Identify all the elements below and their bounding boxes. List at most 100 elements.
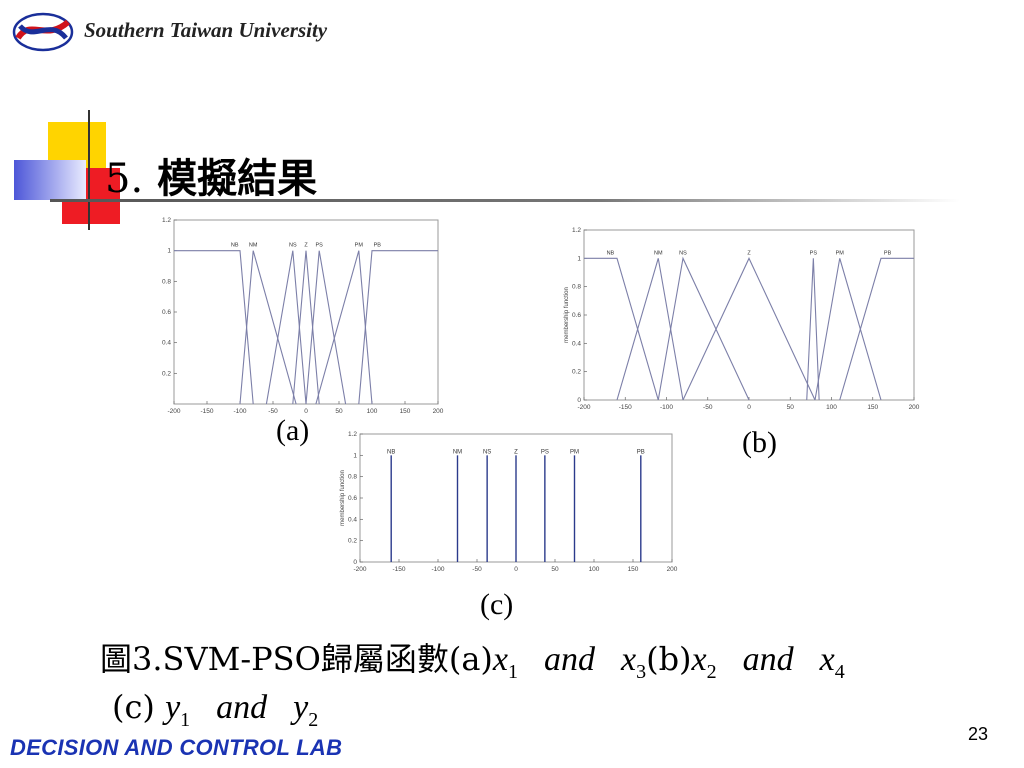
x-tick-label-b: -100 xyxy=(660,404,673,410)
stem-label-c-PB: PB xyxy=(637,449,645,455)
x-tick-label-b: 100 xyxy=(826,404,837,410)
mf-line-a-NS xyxy=(265,250,307,405)
caption-part-b: (b) xyxy=(646,640,692,678)
mf-line-b-NB xyxy=(584,257,659,401)
y-tick-label-b: 0.4 xyxy=(572,340,581,347)
x-tick-label-c: 50 xyxy=(551,566,559,573)
y-tick-label-a: 1 xyxy=(167,248,171,255)
mf-line-b-PS xyxy=(806,258,820,401)
mf-line-b-PB xyxy=(839,257,914,401)
mf-label-a-PM: PM xyxy=(355,243,364,249)
y-tick-label-b: 0.6 xyxy=(572,312,581,319)
mf-label-a-NS: NS xyxy=(289,243,297,249)
y-tick-label-c: 0.2 xyxy=(348,538,357,545)
chart-c-label: (c) xyxy=(480,588,514,621)
y-tick-label-a: 1.2 xyxy=(162,217,171,224)
caption-and-2: and xyxy=(742,641,794,678)
stem-label-c-PS: PS xyxy=(541,449,549,455)
caption-var-x1: x1 xyxy=(492,641,518,683)
y-tick-label-b: 0.8 xyxy=(572,284,581,291)
title-underline xyxy=(50,199,960,202)
caption-var-y1: y1 xyxy=(165,689,191,731)
y-tick-label-c: 1.2 xyxy=(348,431,357,438)
caption-var-x4: x4 xyxy=(819,641,845,683)
x-tick-label-a: 100 xyxy=(367,408,378,414)
chart-b-label: (b) xyxy=(742,426,777,459)
mf-label-b-NS: NS xyxy=(679,250,687,256)
stem-label-c-Z: Z xyxy=(514,449,518,455)
mf-line-b-NM xyxy=(616,258,684,401)
mf-label-a-Z: Z xyxy=(304,243,308,249)
slide-title-number: 5. xyxy=(105,156,144,202)
x-tick-label-a: 200 xyxy=(433,408,444,414)
x-tick-label-a: -100 xyxy=(233,408,246,414)
caption-var-y2: y2 xyxy=(293,689,319,731)
y-tick-label-c: 1 xyxy=(353,452,357,459)
mf-label-b-Z: Z xyxy=(747,250,751,256)
x-tick-label-a: -200 xyxy=(167,408,180,414)
y-tick-label-c: 0.4 xyxy=(348,516,357,523)
x-tick-label-b: -150 xyxy=(619,404,632,410)
x-tick-label-b: 0 xyxy=(747,404,751,410)
caption-part-a: (a) xyxy=(448,640,493,678)
mf-line-a-PB xyxy=(358,250,438,405)
y-tick-label-b: 0 xyxy=(577,397,581,404)
x-tick-label-c: 100 xyxy=(589,566,600,573)
mf-label-b-NB: NB xyxy=(607,250,615,256)
x-tick-label-a: -150 xyxy=(200,408,213,414)
x-tick-label-c: -50 xyxy=(472,566,482,573)
mf-label-a-PB: PB xyxy=(374,243,382,249)
mf-line-a-Z xyxy=(292,250,320,405)
y-tick-label-c: 0.6 xyxy=(348,495,357,502)
stem-label-c-PM: PM xyxy=(570,449,579,455)
mf-line-a-NM xyxy=(239,250,297,405)
chart-a-label: (a) xyxy=(276,414,310,447)
y-axis-label-b: membership function xyxy=(564,287,570,343)
x-tick-label-a: -50 xyxy=(268,408,278,414)
stem-label-c-NM: NM xyxy=(453,449,462,455)
slide-title-text: 模擬結果 xyxy=(157,155,318,202)
x-tick-label-a: 50 xyxy=(335,408,343,414)
stem-label-c-NB: NB xyxy=(387,449,395,455)
x-tick-label-b: 50 xyxy=(787,404,795,410)
x-tick-label-b: -50 xyxy=(703,404,713,410)
x-tick-label-c: -150 xyxy=(392,566,405,573)
y-tick-label-b: 1.2 xyxy=(572,227,581,234)
footer-lab-name: DECISION AND CONTROL LAB xyxy=(10,735,343,760)
mf-label-b-NM: NM xyxy=(654,250,663,256)
mf-line-a-PM xyxy=(315,250,373,405)
page-number: 23 xyxy=(968,724,989,744)
university-logo-icon xyxy=(12,12,74,52)
x-tick-label-b: -200 xyxy=(577,404,590,410)
mf-line-b-NS xyxy=(657,256,750,401)
caption-var-x2: x2 xyxy=(691,641,717,683)
deco-blue-square xyxy=(14,160,86,200)
x-tick-label-b: 150 xyxy=(867,404,878,410)
y-tick-label-b: 0.2 xyxy=(572,369,581,376)
y-tick-label-a: 0.2 xyxy=(162,370,171,377)
mf-line-b-Z xyxy=(682,257,816,401)
stem-label-c-NS: NS xyxy=(483,449,491,455)
caption-part-c: (c) xyxy=(112,688,155,726)
x-tick-label-a: 0 xyxy=(304,408,308,414)
caption-prefix: 圖3.SVM-PSO歸屬函數 xyxy=(100,640,449,678)
mf-line-b-PM xyxy=(814,258,882,401)
mf-label-a-NM: NM xyxy=(249,243,258,249)
x-tick-label-c: -100 xyxy=(431,566,444,573)
mf-label-b-PM: PM xyxy=(836,250,845,256)
caption-var-x3: x3 xyxy=(620,641,647,683)
y-tick-label-c: 0.8 xyxy=(348,474,357,481)
x-tick-label-c: -200 xyxy=(353,566,366,573)
mf-line-a-PS xyxy=(305,250,347,405)
mf-line-a-NB xyxy=(174,250,254,405)
x-tick-label-c: 150 xyxy=(628,566,639,573)
y-tick-label-a: 0.8 xyxy=(162,278,171,285)
x-tick-label-c: 0 xyxy=(514,566,518,573)
x-tick-label-c: 200 xyxy=(667,566,678,573)
x-tick-label-a: 150 xyxy=(400,408,411,414)
